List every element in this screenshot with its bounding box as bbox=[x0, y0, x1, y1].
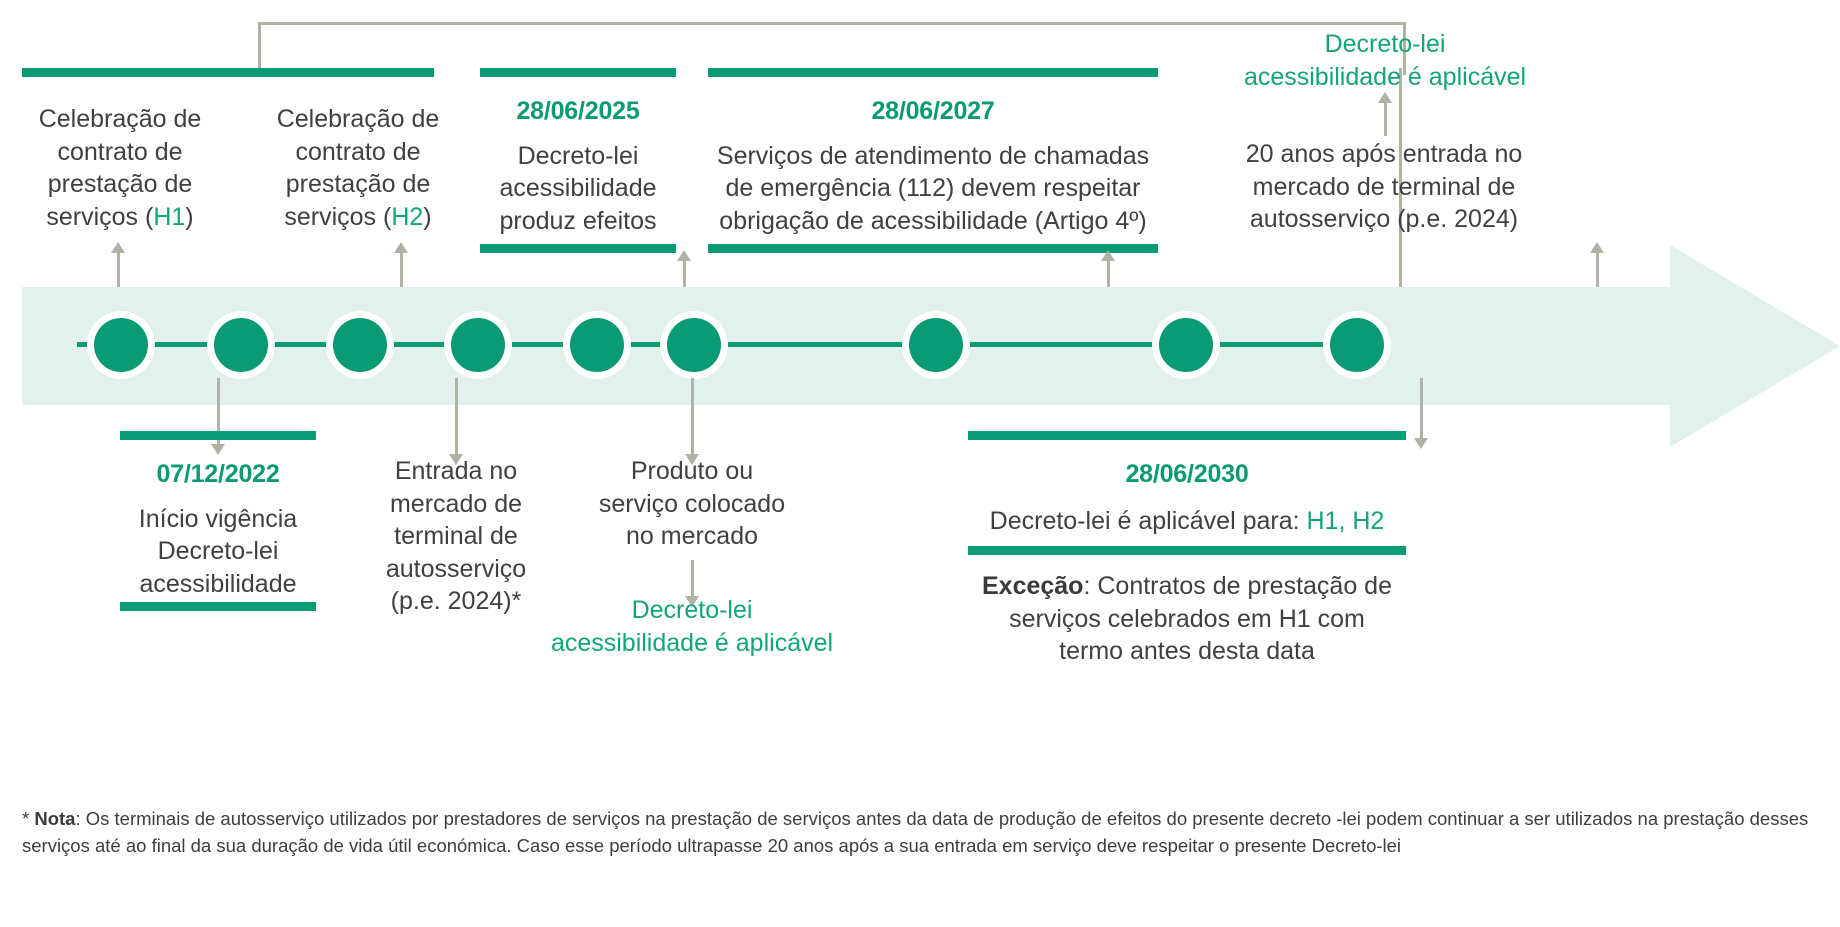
top-date-2025: 28/06/2025 bbox=[516, 97, 640, 125]
top-item-servicos-emergencia-112: 28/06/2027 Serviços de atendimento de ch… bbox=[700, 95, 1166, 237]
bottom-item-excecao: Exceção: Contratos de prestação de servi… bbox=[950, 570, 1424, 668]
arrow-head-down-node4 bbox=[449, 454, 463, 465]
top-item-celebracao-h1: Celebração de contrato de prestação de s… bbox=[22, 103, 218, 233]
arrow-head-up-node5 bbox=[677, 250, 691, 261]
top-green-caption-text: Decreto-lei acessibilidade é aplicável bbox=[1243, 30, 1527, 91]
footnote: * Nota: Os terminais de autosserviço uti… bbox=[22, 806, 1812, 860]
footnote-separator: : bbox=[75, 808, 86, 829]
rule-top-2022 bbox=[120, 431, 316, 440]
arrow-head-down-produto bbox=[685, 596, 699, 607]
timeline-node-6[interactable] bbox=[667, 318, 721, 372]
bottom-item-entrada-mercado-terminal: Entrada no mercado de terminal de autoss… bbox=[368, 455, 544, 618]
timeline-node-4[interactable] bbox=[451, 318, 505, 372]
elbow-drop-line bbox=[1399, 68, 1402, 346]
rule-bottom-2025 bbox=[480, 244, 676, 253]
arrow-line-up-node3 bbox=[400, 250, 403, 322]
arrow-line-down-node8 bbox=[1420, 378, 1423, 440]
bottom-item-produto-servico-mercado: Produto ou serviço colocado no mercado bbox=[588, 455, 796, 553]
top-item-celebracao-h1-text: Celebração de contrato de prestação de s… bbox=[38, 105, 202, 231]
top-item-celebracao-h2-text: Celebração de contrato de prestação de s… bbox=[276, 105, 440, 231]
elbow-connector-h1-to-2030 bbox=[258, 22, 1406, 75]
rule-top-h1-h2 bbox=[22, 68, 434, 77]
bottom-green-caption-text: Decreto-lei acessibilidade é aplicável bbox=[550, 596, 834, 657]
label-h2: H2 bbox=[391, 202, 424, 231]
bottom-item-decreto-aplicavel-2030: 28/06/2030 Decreto-lei é aplicável para:… bbox=[960, 458, 1414, 537]
top-item-celebracao-h2: Celebração de contrato de prestação de s… bbox=[258, 103, 458, 233]
bottom-item-inicio-vigencia-text: Início vigência Decreto-lei acessibilida… bbox=[138, 504, 298, 598]
rule-bottom-2027 bbox=[708, 244, 1158, 253]
arrow-head-up-node1 bbox=[111, 242, 125, 253]
arrow-head-down-node2 bbox=[211, 444, 225, 455]
timeline-node-3[interactable] bbox=[333, 318, 387, 372]
timeline-node-5[interactable] bbox=[570, 318, 624, 372]
bottom-item-produto-servico-mercado-text: Produto ou serviço colocado no mercado bbox=[598, 457, 786, 550]
top-date-2027: 28/06/2027 bbox=[871, 97, 995, 125]
rule-bottom-2030 bbox=[968, 546, 1406, 555]
top-item-vinte-anos-terminal-text: 20 anos após entrada no mercado de termi… bbox=[1245, 140, 1523, 233]
timeline-arrow-head bbox=[1670, 245, 1840, 447]
footnote-marker: * bbox=[22, 808, 35, 829]
timeline-axis-line bbox=[77, 342, 1387, 347]
arrow-head-up-node9 bbox=[1590, 242, 1604, 253]
top-item-vinte-anos-terminal: 20 anos após entrada no mercado de termi… bbox=[1208, 138, 1560, 236]
arrow-head-up-vinte-anos bbox=[1378, 92, 1392, 103]
timeline-node-2[interactable] bbox=[214, 318, 268, 372]
bottom-item-excecao-text: Exceção: Contratos de prestação de servi… bbox=[981, 572, 1392, 665]
timeline-node-9[interactable] bbox=[1330, 318, 1384, 372]
label-h1-h2: H1, H2 bbox=[1306, 506, 1385, 535]
arrow-line-down-node2 bbox=[217, 378, 220, 446]
bottom-item-inicio-vigencia: 07/12/2022 Início vigência Decreto-lei a… bbox=[112, 458, 324, 600]
top-item-decreto-produz-efeitos-text: Decreto-lei acessibilidade produz efeito… bbox=[499, 141, 657, 235]
bottom-green-caption-aplicavel: Decreto-lei acessibilidade é aplicável bbox=[518, 594, 866, 659]
timeline-band bbox=[22, 245, 1840, 482]
arrow-head-down-node8 bbox=[1414, 438, 1428, 449]
timeline-node-7[interactable] bbox=[909, 318, 963, 372]
arrow-line-down-node4 bbox=[455, 378, 458, 456]
footnote-text: Os terminais de autosserviço utilizados … bbox=[22, 808, 1809, 856]
arrow-line-up-node9 bbox=[1596, 250, 1599, 322]
timeline-node-1[interactable] bbox=[94, 318, 148, 372]
arrow-line-up-vinte-anos bbox=[1384, 100, 1387, 136]
bottom-item-entrada-mercado-terminal-text: Entrada no mercado de terminal de autoss… bbox=[385, 457, 527, 615]
top-item-decreto-produz-efeitos: 28/06/2025 Decreto-lei acessibilidade pr… bbox=[470, 95, 686, 237]
arrow-line-down-produto bbox=[691, 560, 694, 598]
top-item-servicos-emergencia-112-text: Serviços de atendimento de chamadas de e… bbox=[716, 141, 1150, 235]
excecao-label: Exceção bbox=[981, 572, 1084, 600]
rule-top-2030 bbox=[968, 431, 1406, 440]
label-h1: H1 bbox=[153, 202, 186, 231]
rule-bottom-2022 bbox=[120, 602, 316, 611]
arrow-head-up-node3 bbox=[394, 242, 408, 253]
bottom-item-decreto-aplicavel-2030-text: Decreto-lei é aplicável para: H1, H2 bbox=[989, 506, 1385, 535]
rule-top-2027 bbox=[708, 68, 1158, 77]
footnote-label: Nota bbox=[34, 808, 76, 829]
arrow-line-up-node1 bbox=[117, 250, 120, 322]
bottom-date-2030: 28/06/2030 bbox=[1125, 460, 1249, 488]
bottom-date-2022: 07/12/2022 bbox=[156, 460, 280, 488]
rule-top-2025 bbox=[480, 68, 676, 77]
arrow-head-down-node6 bbox=[685, 454, 699, 465]
top-item-green-caption-aplicavel: Decreto-lei acessibilidade é aplicável bbox=[1215, 28, 1555, 93]
timeline-node-8[interactable] bbox=[1159, 318, 1213, 372]
arrow-line-down-node6 bbox=[691, 378, 694, 456]
arrow-head-up-node7 bbox=[1101, 250, 1115, 261]
